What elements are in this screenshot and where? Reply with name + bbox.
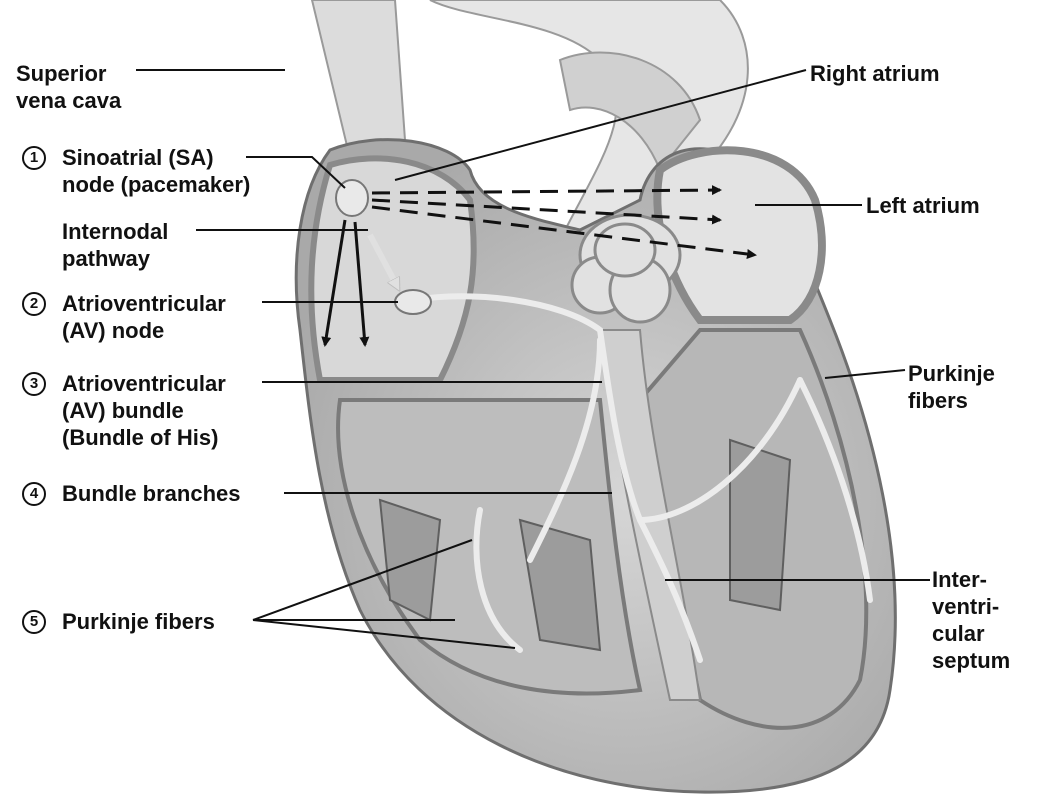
step-1-badge: 1 [22, 146, 46, 170]
superior-vena-cava-vessel [310, 0, 407, 152]
bundle-branches-label: Bundle branches [62, 481, 241, 506]
step-3-badge: 3 [22, 372, 46, 396]
superior-vena-cava-label: Superior vena cava [16, 61, 122, 113]
internodal-pathway-label: Internodal pathway [62, 219, 169, 271]
conduction-pathway [412, 293, 873, 663]
valve-cluster [570, 213, 682, 324]
internodal-arrow [367, 233, 401, 288]
left-atrium-label: Left atrium [866, 193, 980, 218]
pulmonary-trunk-vessel [558, 51, 702, 172]
interventricular-septum-label: Inter- ventri- cular septum [932, 567, 1011, 673]
purkinje-fibers-right-label: Purkinje fibers [908, 361, 995, 413]
papillary-muscles [378, 438, 792, 652]
av-node-label: Atrioventricular (AV) node [62, 291, 226, 343]
right-atrium-label: Right atrium [810, 61, 940, 86]
purkinje-fibers-left-label: Purkinje fibers [62, 609, 215, 634]
leader-lines [136, 69, 930, 649]
av-bundle-label: Atrioventricular (AV) bundle (Bundle of … [62, 371, 226, 450]
step-2-badge: 2 [22, 292, 46, 316]
step-5-badge: 5 [22, 610, 46, 634]
impulse-arrows [321, 185, 757, 347]
step-4-badge: 4 [22, 482, 46, 506]
sa-node [335, 179, 369, 217]
left-atrium-chamber [653, 146, 826, 324]
sa-node-label: Sinoatrial (SA) node (pacemaker) [62, 145, 251, 197]
av-node [394, 289, 432, 315]
